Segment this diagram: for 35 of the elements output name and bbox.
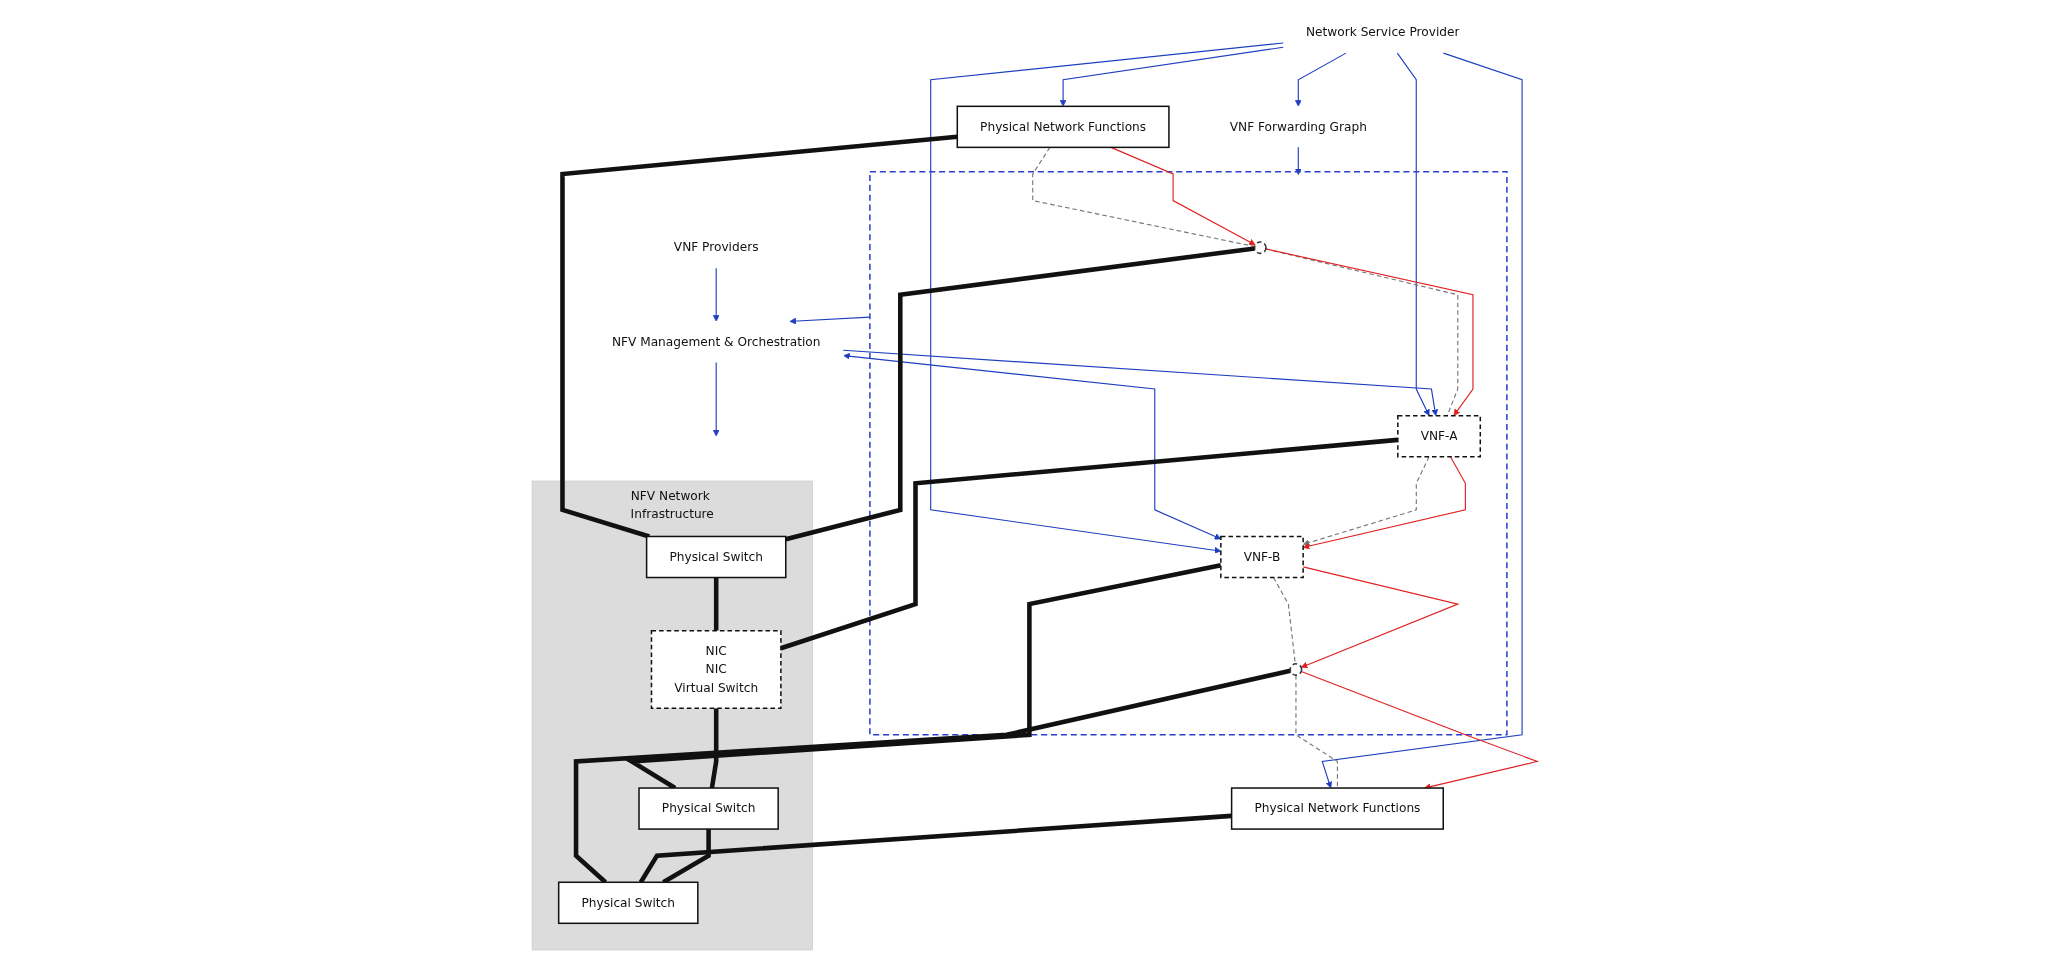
node-box: Physical Switch bbox=[646, 535, 787, 578]
arrow bbox=[789, 316, 871, 324]
arrow bbox=[1295, 52, 1347, 107]
node-text: VNF Providers bbox=[674, 239, 759, 255]
arrow bbox=[1301, 565, 1460, 668]
node-text: NFV Management & Orchestration bbox=[612, 333, 821, 349]
arrow bbox=[1303, 455, 1431, 546]
connector bbox=[1295, 674, 1339, 789]
node-box: VNF-A bbox=[1397, 414, 1482, 457]
node-text: VNF Forwarding Graph bbox=[1230, 118, 1368, 134]
arrow bbox=[1397, 52, 1430, 416]
arrow bbox=[1303, 455, 1467, 549]
arrow bbox=[930, 41, 1285, 554]
node-circle bbox=[1289, 662, 1303, 676]
connector bbox=[785, 245, 1256, 541]
arrow bbox=[1060, 46, 1285, 107]
node-text: Network Service Provider bbox=[1306, 24, 1460, 39]
node-box: Physical Switch bbox=[638, 786, 780, 830]
arrow bbox=[843, 352, 1222, 540]
connector bbox=[560, 134, 958, 539]
node-box: VNF-B bbox=[1220, 535, 1305, 578]
connector bbox=[714, 577, 719, 631]
connector bbox=[709, 707, 719, 788]
connector bbox=[1032, 146, 1256, 247]
arrow bbox=[1295, 146, 1302, 175]
arrow bbox=[713, 267, 720, 322]
arrow bbox=[843, 349, 1439, 416]
arrow bbox=[1321, 52, 1523, 788]
cluster bbox=[869, 170, 1508, 736]
node-circle bbox=[1254, 240, 1268, 254]
arrow bbox=[713, 361, 720, 436]
node-box: Physical Switch bbox=[558, 881, 699, 924]
node-box: Physical Network Functions bbox=[1231, 786, 1445, 830]
node-box: Physical Network Functions bbox=[956, 105, 1170, 148]
node-box: NIC NIC Virtual Switch bbox=[651, 629, 782, 709]
